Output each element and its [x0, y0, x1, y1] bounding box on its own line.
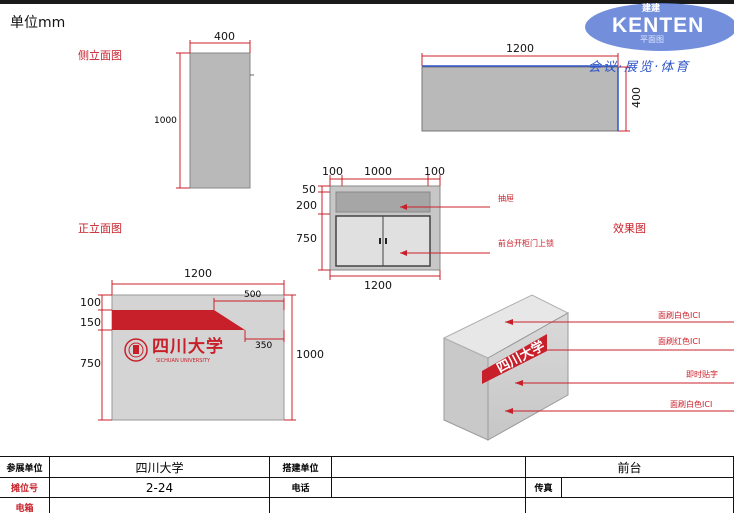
exhibitor-value: 四川大学 [50, 457, 270, 478]
front-logo-cn: 四川大学 [152, 337, 224, 357]
side-panel [189, 52, 251, 189]
side-height-dim: 1000 [154, 116, 177, 126]
front-left-dim-750: 750 [80, 357, 101, 370]
effect-view-title: 效果图 [613, 222, 646, 235]
back-top-dim-right: 100 [424, 165, 445, 178]
box-red-band [482, 334, 547, 384]
exhibitor-label: 参展单位 [0, 457, 50, 478]
back-elevation [318, 175, 490, 280]
side-width-dim: 400 [214, 30, 235, 43]
email-label: 电箱 [0, 498, 50, 513]
fax-value [562, 478, 734, 498]
phone-value [332, 478, 526, 498]
side-elevation-title: 侧立面图 [78, 49, 122, 62]
front-logo-en: SICHUAN UNIVERSITY [156, 358, 210, 364]
top-border [0, 0, 734, 4]
plan-depth-dim: 400 [630, 87, 643, 108]
drawer-panel [335, 191, 431, 213]
back-top-dim-left: 100 [322, 165, 343, 178]
fax-label: 传真 [526, 478, 562, 498]
front-height-dim: 1000 [296, 348, 324, 361]
item-name: 前台 [526, 457, 734, 478]
effect-note-sticker: 即时贴字 [686, 370, 718, 379]
front-elevation [98, 280, 296, 421]
effect-note-white-bottom: 面刷白色ICI [670, 400, 713, 409]
effect-view [442, 294, 734, 441]
logo-tagline: 会议·展览·体育 [588, 60, 691, 75]
band-dim-350: 350 [255, 341, 273, 351]
booth-value: 2-24 [50, 478, 270, 498]
front-elevation-title: 正立面图 [78, 222, 122, 235]
back-left-dim-200: 200 [296, 199, 317, 212]
row3-mid [270, 498, 526, 513]
plan-view [421, 53, 630, 132]
effect-note-white-top: 面刷白色ICI [658, 311, 701, 320]
builder-label: 搭建单位 [270, 457, 332, 478]
builder-value [332, 457, 526, 478]
drawing-linework [98, 3, 734, 441]
drawer-note: 抽屉 [498, 194, 514, 203]
logo-top-cn: 建建 [642, 4, 661, 14]
kenten-logo-badge [585, 3, 734, 51]
row3-right [526, 498, 734, 513]
front-left-dim-100: 100 [80, 296, 101, 309]
effect-note-red: 面刷红色ICI [658, 337, 701, 346]
front-width-dim: 1200 [184, 267, 212, 280]
logo-brand: KENTEN [612, 14, 705, 37]
info-table: 参展单位 四川大学 搭建单位 前台 摊位号 2-24 电话 传真 电箱 [0, 456, 734, 513]
logo-overlay-label: 平面图 [640, 35, 664, 44]
box-front-face [487, 312, 569, 441]
front-left-dim-150: 150 [80, 316, 101, 329]
lock-note: 前台开柜门上锁 [498, 239, 554, 248]
plan-width-dim: 1200 [506, 42, 534, 55]
back-top-dim-middle: 1000 [364, 165, 392, 178]
university-emblem [124, 338, 148, 362]
red-band [112, 310, 245, 330]
side-elevation [176, 40, 254, 189]
phone-label: 电话 [270, 478, 332, 498]
plan-panel [421, 66, 619, 132]
booth-label: 摊位号 [0, 478, 50, 498]
unit-label: 单位mm [10, 15, 66, 31]
band-dim-500: 500 [244, 290, 262, 300]
back-left-dim-50: 50 [302, 183, 316, 196]
back-bottom-dim: 1200 [364, 279, 392, 292]
email-value [50, 498, 270, 513]
back-left-dim-750: 750 [296, 232, 317, 245]
